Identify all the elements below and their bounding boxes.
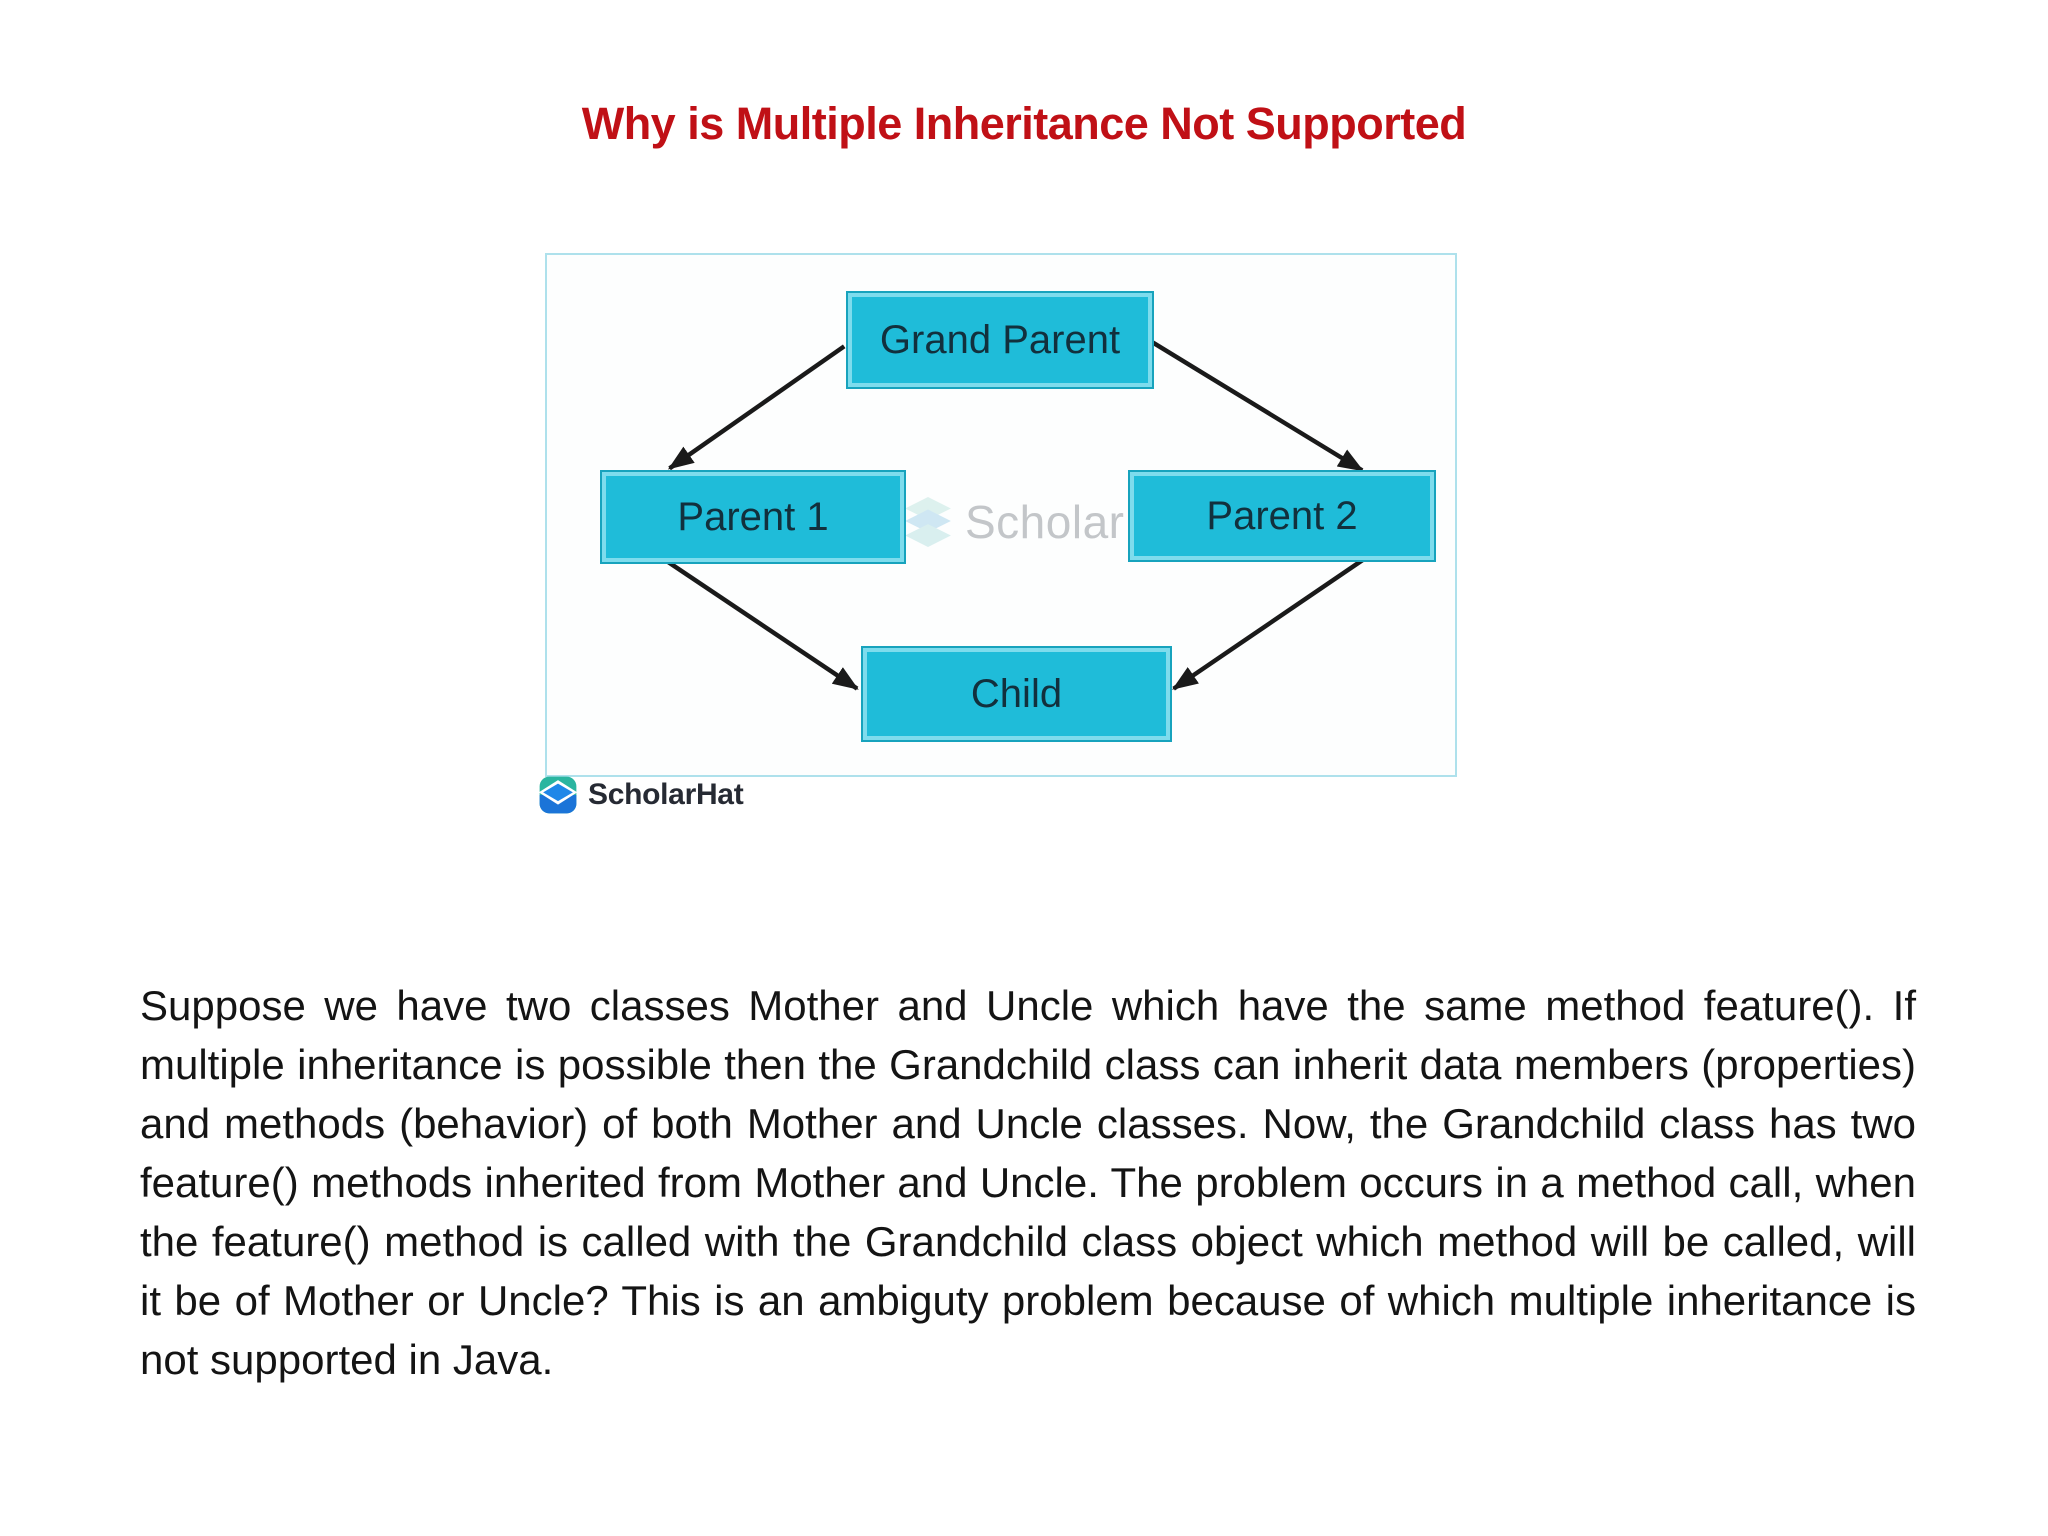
node-parent-1: Parent 1 [602, 472, 904, 562]
node-label: Parent 2 [1206, 493, 1358, 538]
edge-grandparent-to-parent2 [1149, 339, 1364, 473]
inheritance-diagram: ScholarHat Grand Parent Parent 1 Parent … [545, 253, 1457, 777]
brand-logo-text: ScholarHat [588, 778, 744, 811]
node-label: Parent 1 [677, 494, 829, 539]
brand-logo: ScholarHat [537, 774, 744, 816]
node-child: Child [863, 648, 1170, 740]
edge-parent1-to-child [666, 559, 859, 691]
diagram-edges [666, 339, 1365, 691]
edge-parent2-to-child [1172, 557, 1365, 691]
body-paragraph: Suppose we have two classes Mother and U… [140, 982, 1916, 1383]
node-label: Grand Parent [879, 317, 1121, 362]
page-title: Why is Multiple Inheritance Not Supporte… [581, 98, 1467, 149]
scholarhat-watermark-icon [905, 497, 951, 547]
node-parent-2: Parent 2 [1130, 472, 1434, 560]
node-label: Child [970, 671, 1063, 716]
scholarhat-logo-icon [538, 776, 578, 814]
node-grand-parent: Grand Parent [848, 293, 1152, 387]
edge-grandparent-to-parent1 [667, 344, 846, 471]
